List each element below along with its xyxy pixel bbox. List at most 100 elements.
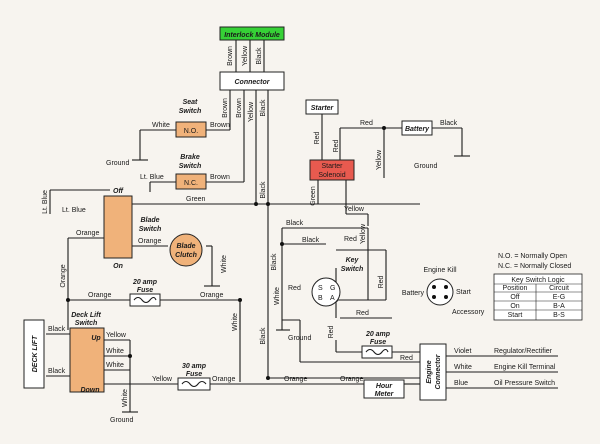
wire-label: Orange [138, 238, 161, 245]
wire-label: Orange [340, 376, 363, 383]
wire-label: Yellow [248, 101, 255, 122]
deck-lift-switch: Deck Lift Switch Up Down [69, 312, 105, 394]
wire-label: Black [286, 220, 304, 227]
key-logic-cell: Off [510, 294, 519, 301]
wire-label: White [454, 364, 472, 371]
deck-down-label: Down [80, 387, 99, 394]
deck-lift-switch-label-1: Deck Lift [71, 312, 101, 319]
wire-label: Green [310, 186, 317, 206]
hour-meter: Hour Meter [363, 379, 405, 399]
fuse-20-amp-left: 20 amp Fuse [129, 279, 161, 307]
blade-switch: Off On Blade Switch [103, 188, 162, 270]
starter: Starter [305, 99, 339, 115]
hour-meter-label-2: Meter [375, 391, 395, 398]
wire-label: Orange [200, 292, 223, 299]
key-logic-cell: Start [508, 312, 523, 319]
wire-label: Brown [210, 122, 230, 129]
key-switch-label-1: Key [346, 257, 360, 264]
seat-switch-label-2: Switch [179, 108, 202, 115]
wire-label: Orange [212, 376, 235, 383]
wire-label: Brown [210, 174, 230, 181]
seat-switch-contact: N.O. [184, 128, 198, 135]
ground-label-seat: Ground [106, 160, 129, 167]
seat-switch: Seat Switch N.O. [175, 99, 207, 138]
wire-label: Red [288, 285, 301, 292]
wire-label: Red [356, 310, 369, 317]
ground-label-battery: Ground [414, 163, 437, 170]
wire-label: Yellow [106, 332, 127, 339]
brake-switch-contact: N.C. [184, 180, 198, 187]
deck-up-label: Up [91, 335, 101, 342]
blade-switch-label-2: Switch [139, 226, 162, 233]
wires [46, 38, 558, 413]
starter-solenoid-label-1: Starter [321, 163, 343, 170]
fuse-30-label-2: Fuse [186, 371, 202, 378]
blade-clutch-label-2: Clutch [175, 252, 197, 259]
wire-label: Red [328, 325, 335, 338]
ground-label-deck: Ground [110, 417, 133, 424]
fuse-20-right-label-2: Fuse [370, 339, 386, 346]
fuse-20-right-label-1: 20 amp [365, 331, 391, 338]
wire-label: Black [48, 368, 66, 375]
brake-switch-label-1: Brake [180, 154, 200, 161]
wire-label: Yellow [376, 149, 383, 170]
wire-label: Lt. Blue [62, 207, 86, 214]
legend-nc: N.C. = Normally Closed [498, 263, 571, 270]
wire-label: Red [333, 139, 340, 152]
wire-label: Orange [284, 376, 307, 383]
key-pin-label: S [318, 285, 323, 292]
ground-labels: Ground Ground Ground Ground [106, 160, 437, 424]
deck-lift-switch-label-2: Switch [75, 320, 98, 327]
engine-output-labels: Regulator/Rectifier Engine Kill Terminal… [494, 348, 556, 387]
wire-label: Black [271, 253, 278, 271]
wire-label: White [221, 255, 228, 273]
wire-label: Black [302, 237, 320, 244]
wire-label: Violet [454, 348, 471, 355]
wire-label: Orange [60, 264, 67, 287]
wire-labels: Brown Yellow Black Brown Brown Yellow Bl… [42, 45, 472, 407]
key-pin-label: B [318, 295, 323, 302]
wire-label: Red [360, 120, 373, 127]
key-logic-cell: B-S [553, 312, 565, 319]
wire-label: Black [48, 326, 66, 333]
wire-label: Red [344, 236, 357, 243]
interlock-module: Interlock Module [219, 26, 285, 41]
battery-terminal-label: Battery [402, 290, 425, 297]
key-logic-cell: E-G [553, 294, 565, 301]
blade-switch-label-1: Blade [140, 217, 159, 224]
wire-label: White [106, 348, 124, 355]
wire-label: Blue [454, 380, 468, 387]
wire-label: Orange [76, 230, 99, 237]
wire-label: Black [440, 120, 458, 127]
kill-terminal-label: Engine Kill [423, 267, 457, 274]
wire-label: Black [260, 99, 267, 117]
wire-label: Yellow [344, 206, 365, 213]
wire-label: Brown [227, 46, 234, 66]
battery: Battery [401, 120, 433, 136]
wire-label: Black [260, 327, 267, 345]
wire-label: Black [256, 47, 263, 65]
blade-switch-off: Off [113, 188, 124, 195]
engine-output-oil: Oil Pressure Switch [494, 380, 555, 387]
wire-label: White [274, 287, 281, 305]
wire-label: Green [186, 196, 206, 203]
brake-switch-label-2: Switch [179, 163, 202, 170]
key-terminal-reference: Engine Kill Battery Start Accessory [402, 267, 485, 316]
wire-label: Red [314, 131, 321, 144]
key-logic-cell: On [510, 303, 519, 310]
wire-label: Red [400, 355, 413, 362]
connector: Connector [219, 71, 285, 91]
key-logic-title: Key Switch Logic [511, 277, 565, 284]
engine-connector-label-1: Engine [426, 360, 433, 383]
deck-lift: DECK LIFT [23, 319, 45, 389]
seat-switch-label-1: Seat [183, 99, 198, 106]
blade-switch-on: On [113, 263, 123, 270]
starter-solenoid-label-2: Solenoid [318, 172, 345, 179]
ground-label-key: Ground [288, 335, 311, 342]
wire-label: Lt. Blue [42, 190, 49, 214]
wire-label: Yellow [152, 376, 173, 383]
key-switch-label-2: Switch [341, 266, 364, 273]
wire-label: Yellow [242, 45, 249, 66]
wire-label: White [106, 362, 124, 369]
